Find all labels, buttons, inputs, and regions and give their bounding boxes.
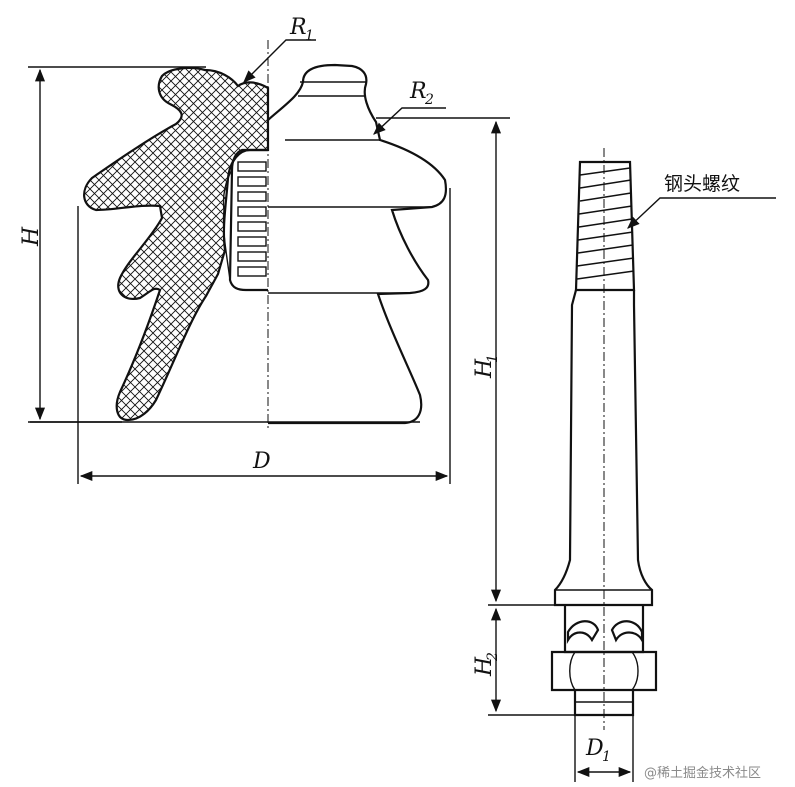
slot-left bbox=[566, 620, 600, 644]
d1-label: D bbox=[585, 736, 604, 761]
pin-thread-lines bbox=[576, 167, 635, 280]
thread-note: 钢头螺纹 bbox=[664, 173, 740, 195]
r2-callout: R 2 bbox=[373, 79, 446, 135]
pin-shank bbox=[553, 289, 654, 607]
watermark: @稀土掘金技术社区 bbox=[644, 765, 761, 781]
nut-facets bbox=[569, 651, 639, 691]
h2-label: H bbox=[472, 656, 497, 677]
h2-subscript: 2 bbox=[485, 652, 501, 662]
thread-callout: 钢头螺纹 bbox=[627, 173, 776, 229]
pin-thread-ribs bbox=[237, 161, 267, 277]
r1-callout: R 1 bbox=[243, 15, 316, 83]
r2-label: R bbox=[409, 79, 427, 104]
r2-subscript: 2 bbox=[424, 92, 434, 108]
pin-bore-outline bbox=[228, 148, 268, 292]
h1-label: H bbox=[472, 358, 497, 379]
pin bbox=[550, 148, 658, 730]
dimension-d: D bbox=[77, 188, 451, 484]
d1-subscript: 1 bbox=[602, 749, 611, 765]
h1-subscript: 1 bbox=[485, 354, 501, 363]
insulator-section-hatched bbox=[83, 66, 270, 422]
insulator-exterior-outline bbox=[267, 63, 448, 425]
r1-subscript: 1 bbox=[305, 28, 314, 44]
dimension-h2: H 2 bbox=[472, 607, 576, 716]
slot-right bbox=[610, 620, 644, 644]
d-label: D bbox=[252, 449, 271, 474]
r1-label: R bbox=[289, 15, 307, 40]
dimension-d1: D 1 bbox=[574, 715, 634, 782]
pin-nut bbox=[550, 650, 658, 692]
h-label: H bbox=[19, 226, 44, 247]
dimension-h1: H 1 bbox=[376, 117, 556, 606]
cement-layer bbox=[222, 169, 233, 281]
insulator bbox=[83, 40, 448, 430]
